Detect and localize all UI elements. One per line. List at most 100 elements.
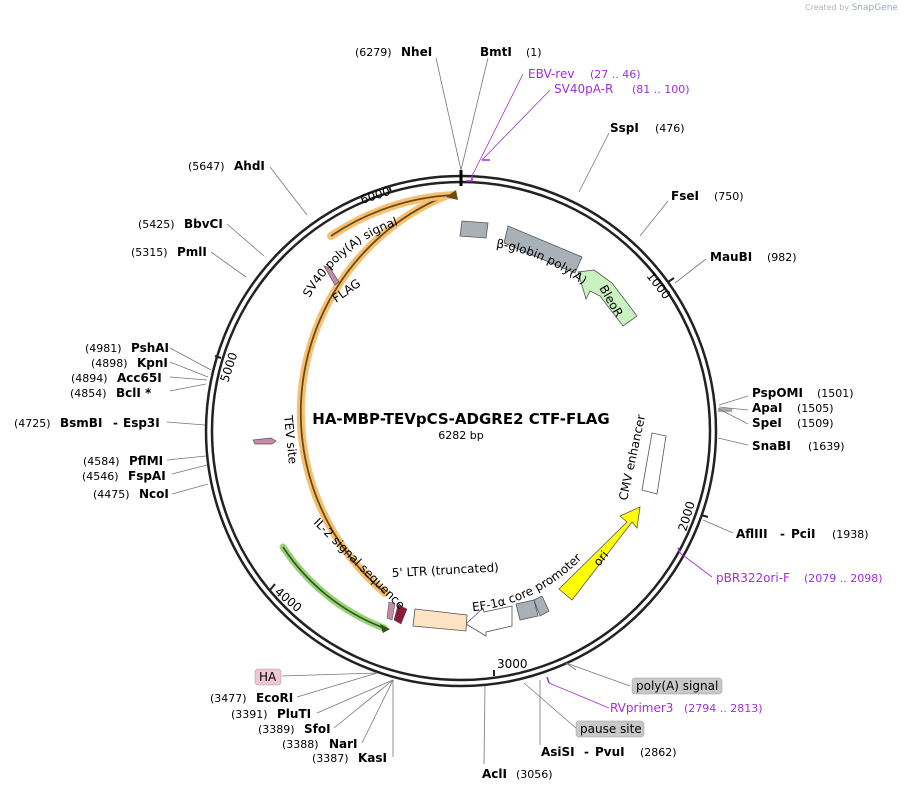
enzyme-bsmbi-pos: (4725) (14, 417, 51, 430)
primer-pbr322ori-f-range: (2079 .. 2098) (804, 572, 883, 585)
enzyme-sfoi-pos: (3389) (258, 723, 295, 736)
flag-orf-arrowhead (446, 190, 458, 200)
leader-lines (166, 57, 749, 765)
enzyme-sspi: SspI (610, 121, 639, 135)
tick-label-6000: 6000 (359, 184, 392, 207)
backbone (204, 170, 732, 688)
enzyme-bcli: BclI * (116, 386, 152, 400)
enzyme-bmti: BmtI (480, 45, 512, 59)
enzyme-spei-pos: (1509) (797, 417, 834, 430)
enzyme-ahdi-pos: (5647) (188, 160, 225, 173)
enzyme-pcii: PciI (791, 527, 816, 541)
plasmid-size: 6282 bp (438, 429, 483, 442)
enzyme-kpni-pos: (4898) (91, 357, 128, 370)
enzyme-pluti-pos: (3391) (231, 708, 268, 721)
enzyme-fspai: FspAI (128, 469, 166, 483)
enzyme-pmli: PmlI (177, 245, 207, 259)
tick-marks (214, 185, 709, 676)
features (252, 190, 667, 637)
enzyme-afliii-pos: (1938) (832, 528, 869, 541)
enzyme-esp3i: Esp3I (123, 416, 160, 430)
bleor-arrow (577, 269, 638, 327)
sv40-polya-box (459, 220, 489, 239)
enzyme-pspomi-pos: (1501) (817, 387, 854, 400)
enzyme-spei: SpeI (752, 416, 782, 430)
enzyme-ecori: EcoRI (256, 691, 293, 705)
polya-label-box (631, 677, 723, 695)
il2-signal-marker (393, 604, 408, 625)
flag-orf-core (330, 194, 454, 237)
credit-text: Created by (805, 3, 850, 12)
grey-box-1 (515, 599, 539, 621)
ef1a-arrow (465, 605, 513, 637)
primer-rvprimer3-range: (2794 .. 2813) (684, 702, 763, 715)
primer-rvprimer3: RVprimer3 (610, 701, 673, 715)
enzyme-pflmi: PflMI (129, 454, 163, 468)
orf-core-arc (299, 195, 446, 594)
primer-pbr322ori-f: pBR322ori-F (716, 571, 790, 585)
green-orf-arrowhead (380, 624, 390, 633)
grey-box-2 (533, 595, 550, 617)
tev-label: TEV site (281, 414, 300, 465)
enzyme-bmti-pos: (1) (526, 46, 542, 59)
enzyme-fsei: FseI (671, 189, 699, 203)
enzyme-bsmbi: BsmBI (60, 416, 102, 430)
enzyme-afliii-sep: - (780, 527, 785, 541)
enzyme-kpni: KpnI (137, 356, 168, 370)
tev-site-marker (252, 437, 277, 445)
enzyme-bbvci: BbvCI (184, 217, 223, 231)
enzyme-asisi-pos: (2862) (640, 746, 677, 759)
enzyme-ahdi: AhdI (234, 159, 265, 173)
ltr-label: 5' LTR (truncated) (391, 560, 499, 580)
bglobin-polya-box (503, 225, 583, 274)
snapgene-logo-text: SnapGene (851, 3, 898, 13)
enzyme-bsmbi-sep: - (113, 416, 118, 430)
primer-sv40pa-r-range: (81 .. 100) (632, 83, 690, 96)
enzyme-snabi: SnaBI (752, 439, 791, 453)
enzyme-kasi: KasI (358, 751, 387, 765)
polya-label: poly(A) signal (636, 679, 718, 693)
enzyme-nari-pos: (3388) (282, 738, 319, 751)
enzyme-maubi: MauBI (710, 250, 752, 264)
ltr-box (412, 608, 468, 632)
cmv-enhancer-box (641, 432, 667, 495)
ha-label: HA (259, 670, 277, 684)
pause-label-box (575, 720, 645, 738)
enzyme-apai: ApaI (752, 401, 782, 415)
enzyme-bcli-pos: (4854) (70, 387, 107, 400)
pause-label: pause site (580, 722, 642, 736)
green-orf-core (282, 546, 385, 629)
enzyme-kasi-pos: (3387) (312, 752, 349, 765)
enzyme-asisi-sep: - (584, 745, 589, 759)
enzyme-pmli-pos: (5315) (131, 246, 168, 259)
enzyme-sspi-pos: (476) (655, 122, 685, 135)
primer-ebv-rev: EBV-rev (528, 67, 574, 81)
plasmid-name: HA-MBP-TEVpCS-ADGRE2 CTF-FLAG (312, 410, 609, 428)
enzyme-maubi-pos: (982) (767, 251, 797, 264)
enzyme-asisi: AsiSI (541, 745, 575, 759)
enzyme-pvui: PvuI (595, 745, 625, 759)
enzyme-nari: NarI (329, 737, 358, 751)
tick-label-3000: 3000 (497, 657, 528, 671)
enzyme-fspai-pos: (4546) (82, 470, 119, 483)
tick-label-5000: 5000 (218, 351, 241, 384)
enzyme-acli-pos: (3056) (516, 768, 553, 781)
enzyme-afliii: AflIII (736, 527, 768, 541)
ori-arrow (558, 506, 641, 601)
enzyme-snabi-pos: (1639) (808, 440, 845, 453)
enzyme-ecori-pos: (3477) (210, 692, 247, 705)
ha-label-box (254, 668, 282, 686)
enzyme-acc65i: Acc65I (117, 371, 162, 385)
enzyme-bbvci-pos: (5425) (138, 218, 175, 231)
primer-sv40pa-r: SV40pA-R (554, 82, 613, 96)
ha-tag-marker (386, 601, 396, 621)
flag-tag-marker (323, 265, 340, 286)
enzyme-nhei: NheI (401, 45, 432, 59)
primer-marks (466, 159, 681, 684)
enzyme-apai-pos: (1505) (797, 402, 834, 415)
enzyme-pflmi-pos: (4584) (83, 455, 120, 468)
snapgene-credit: Created by SnapGene (805, 3, 898, 13)
enzyme-pspomi: PspOMI (752, 386, 803, 400)
enzyme-nhei-pos: (6279) (355, 46, 392, 59)
